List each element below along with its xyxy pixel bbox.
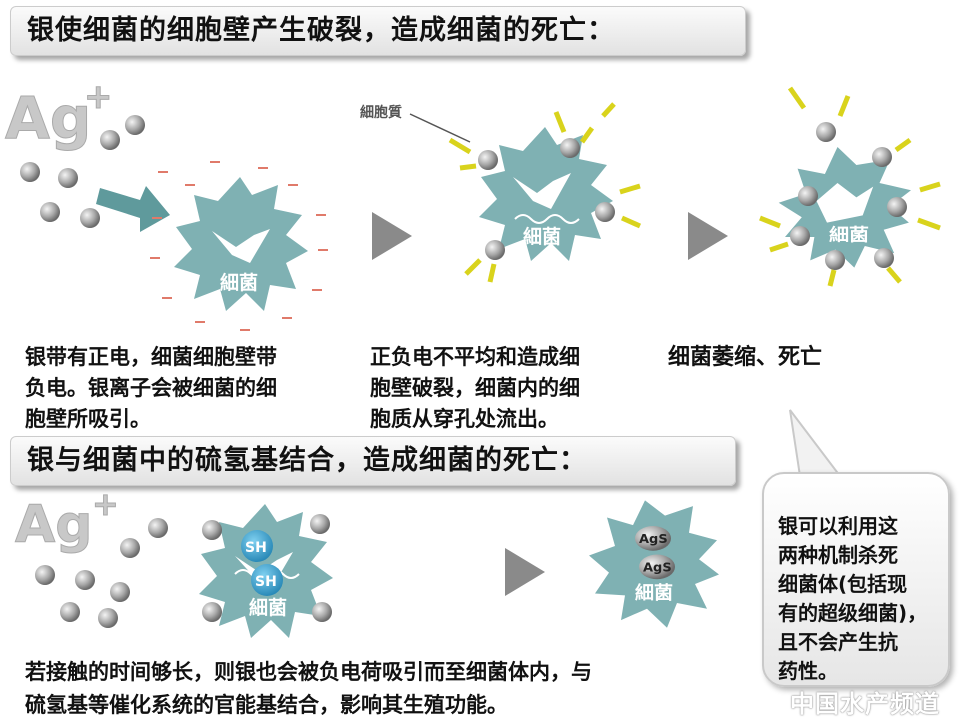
watermark-logo: 中国水产频道: [790, 690, 940, 718]
silver-ions-attached: [478, 138, 615, 260]
arrow-icon: [96, 186, 170, 232]
silver-ions-attached-2: [202, 514, 332, 622]
sh-group-label: SH: [245, 540, 267, 556]
svg-text:細菌: 細菌: [829, 225, 869, 245]
svg-text:細菌: 細菌: [523, 225, 561, 248]
svg-text:細菌: 細菌: [249, 596, 287, 619]
negative-charges: [150, 161, 328, 331]
bacterium-3: 細菌: [778, 147, 911, 268]
bacterium-2: 細菌: [479, 127, 613, 261]
ags-label: AgS: [643, 560, 672, 575]
silver-ions: [20, 115, 145, 228]
step2-text: 正负电不平均和造成细 胞壁破裂，细菌内的细 胞质从穿孔处流出。: [370, 345, 580, 431]
ag-ion-label-2: Ag: [15, 495, 92, 555]
step3-text: 细菌萎缩、死亡: [668, 345, 823, 370]
ags-label: AgS: [639, 531, 668, 546]
summary-callout: 银可以利用这 两种机制杀死 细菌体(包括现 有的超级细菌)， 且不会产生抗 药性…: [762, 472, 950, 687]
cytoplasm-label: 細胞質: [360, 104, 402, 121]
bacterium-1: 細菌: [174, 177, 308, 311]
next-step-triangle: [372, 212, 412, 260]
ag-charge-label: +: [84, 77, 113, 117]
callout-tail: [789, 409, 843, 477]
bacterium-5: AgS AgS 細菌: [589, 500, 719, 628]
rupture-sparks: [759, 86, 941, 287]
section2-title: 银与细菌中的硫氢基结合，造成细菌的死亡：: [10, 436, 736, 486]
rupture-sparks: [448, 102, 642, 283]
next-step-triangle: [688, 212, 728, 260]
section1-title: 银使细菌的细胞壁产生破裂，造成细菌的死亡：: [10, 6, 746, 56]
sh-group-label: SH: [255, 574, 277, 590]
bacterium-4: 細菌 SH SH: [199, 504, 333, 638]
svg-text:細菌: 細菌: [635, 583, 673, 604]
svg-text:細菌: 細菌: [220, 271, 258, 294]
next-step-triangle: [505, 548, 545, 596]
step1-text: 银带有正电，细菌细胞壁带 负电。银离子会被细菌的细 胞壁所吸引。: [25, 345, 277, 431]
ag-charge-label-2: +: [92, 485, 119, 523]
section2-description: 若接触的时间够长，则银也会被负电荷吸引而至细菌体内，与 硫氢基等催化系统的官能基…: [25, 660, 592, 717]
silver-ions-attached: [790, 122, 907, 270]
silver-ions-2: [35, 518, 168, 628]
ag-ion-label: Ag: [5, 84, 91, 152]
